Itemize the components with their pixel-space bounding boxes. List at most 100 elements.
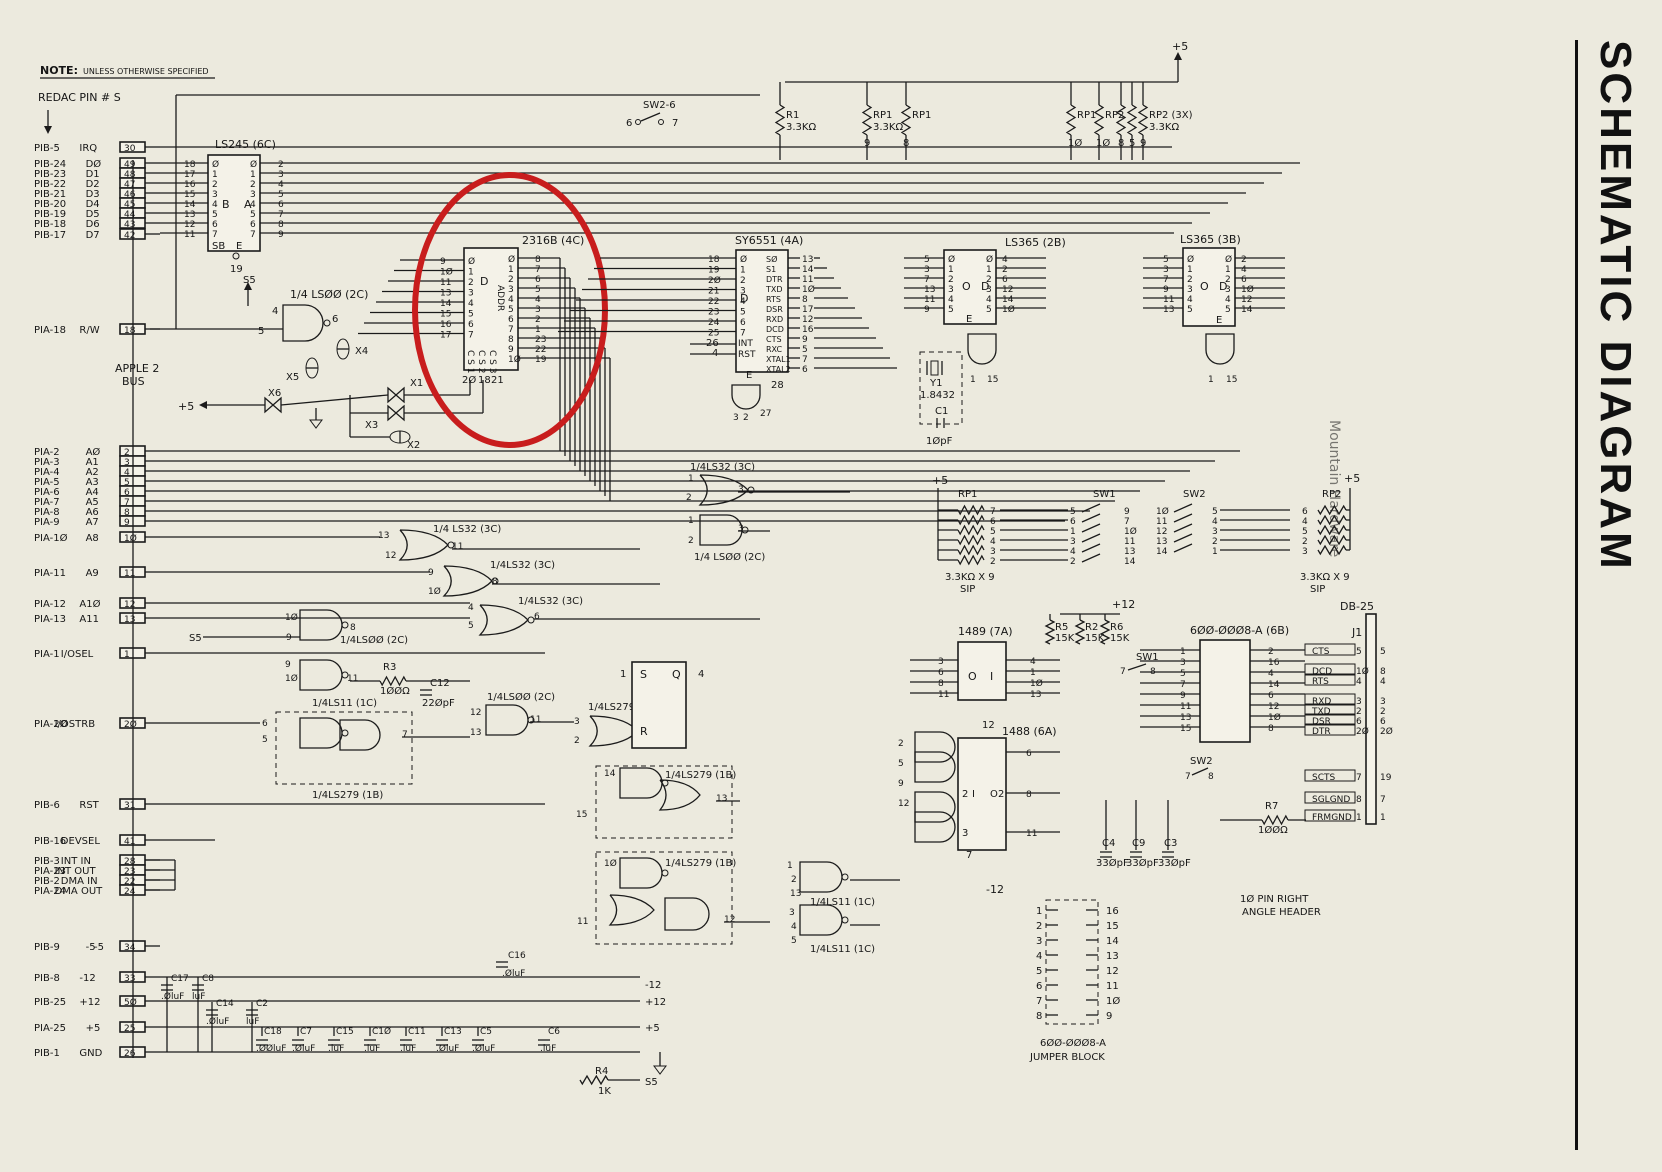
bus-signal-label: D3 bbox=[86, 189, 100, 200]
bus-net-label: PIB-19 bbox=[34, 209, 66, 220]
u1488-v: 7 bbox=[966, 850, 972, 861]
resistor-pin: 8 bbox=[903, 138, 909, 149]
pin-label: 5 bbox=[1225, 305, 1231, 315]
sw-pin: 1 bbox=[1070, 527, 1076, 537]
gate: 1/4 LSØØ (2C)123 bbox=[688, 514, 765, 563]
pin-label: 2 bbox=[278, 160, 284, 170]
pin-label: 2 bbox=[1268, 647, 1274, 657]
resistor-name: R4 bbox=[595, 1066, 608, 1077]
pin-label: 11 bbox=[1026, 829, 1037, 839]
pin-label: 2 bbox=[1241, 255, 1247, 265]
acia-pin: 2 bbox=[743, 413, 749, 423]
ls245-pin19: 19 bbox=[230, 264, 243, 275]
bus-pin-number: 24 bbox=[124, 887, 136, 897]
pin-label: 7 bbox=[740, 329, 746, 339]
pin-label: 3 bbox=[962, 828, 968, 839]
pin-label: 9 bbox=[1163, 285, 1169, 295]
bus-signal-label: A3 bbox=[86, 477, 99, 488]
ram-cs: C S 2 bbox=[476, 350, 486, 373]
pin-label: 9 bbox=[440, 257, 446, 267]
rp2-value: 3.3KΩ X 9 bbox=[1300, 572, 1350, 583]
bus-net-label: PIA-23 bbox=[34, 866, 66, 877]
pin-label: 13 bbox=[184, 210, 195, 220]
pin-label: 5 bbox=[986, 305, 992, 315]
pin-label: 5 bbox=[535, 285, 541, 295]
ls245-e: E bbox=[236, 241, 242, 252]
pin-label: Ø bbox=[1225, 254, 1232, 265]
or-gate bbox=[398, 529, 449, 561]
sw-pin: 14 bbox=[1124, 557, 1136, 567]
resistor-value: 1ØØΩ bbox=[1258, 824, 1288, 836]
ls365b-e: E bbox=[1216, 315, 1222, 326]
note-label: NOTE: bbox=[40, 64, 78, 77]
pin-label: I bbox=[972, 789, 975, 800]
bus-net-label: PIA-18 bbox=[34, 325, 66, 336]
pin-label: 16 bbox=[440, 320, 452, 330]
bus-pin-number: 1Ø bbox=[124, 533, 137, 544]
page-title: SCHEMATIC DIAGRAM bbox=[1591, 40, 1640, 572]
pin-label: 5 bbox=[468, 310, 474, 320]
gate-pin: 1 bbox=[688, 474, 694, 484]
sip-pin: 6 bbox=[990, 517, 996, 527]
acia-signal: DTR bbox=[766, 275, 783, 284]
bus-net-label: PIA-13 bbox=[34, 614, 66, 625]
ls365b-d: D bbox=[1219, 280, 1227, 293]
bus-net-label: PIA-9 bbox=[34, 517, 60, 528]
sip-pin: 3 bbox=[990, 547, 996, 557]
gate-pin: 5 bbox=[468, 621, 474, 631]
plus5-a: +5 bbox=[178, 400, 194, 413]
pin-label: 13 bbox=[1030, 690, 1041, 700]
plus5-label: +5 bbox=[1344, 472, 1360, 485]
bus-net-label: PIA-24 bbox=[34, 886, 66, 897]
ls365a-pin: 15 bbox=[987, 375, 998, 385]
pin-label: 9 bbox=[924, 305, 930, 315]
sw-pin: 2 bbox=[1070, 557, 1076, 567]
bus-signal-label: DEVSEL bbox=[61, 836, 101, 847]
cap-value: luF bbox=[246, 1017, 259, 1027]
pin-label: Ø bbox=[986, 254, 993, 265]
pin-label: Ø bbox=[1187, 254, 1194, 265]
jb-pin: 12 bbox=[1106, 966, 1119, 977]
acia-signal: RXD bbox=[766, 315, 783, 324]
crystal-value: 1.8432 bbox=[920, 390, 955, 401]
gate-label: 1/4 LSØØ (2C) bbox=[694, 551, 765, 563]
pin-label: 9 bbox=[1180, 691, 1186, 701]
pin-label: 23 bbox=[535, 335, 546, 345]
pin-label: 21 bbox=[708, 287, 719, 297]
bus-net-label: PIA-1 bbox=[34, 649, 60, 660]
gate-pin: 11 bbox=[452, 542, 463, 552]
jumper-block-label: JUMPER BLOCK bbox=[1029, 1052, 1105, 1063]
sw-pin: 3 bbox=[1070, 537, 1076, 547]
db25-pin: 4 bbox=[1380, 677, 1386, 687]
acia-int: INT bbox=[738, 339, 753, 349]
cap-value: .ØluF bbox=[206, 1016, 229, 1027]
ls365a-e: E bbox=[966, 314, 972, 325]
bus-net-label: PIB-3 bbox=[34, 856, 60, 867]
resistor bbox=[379, 675, 407, 687]
cap-name: C6 bbox=[548, 1027, 560, 1037]
resistor-name: R1 bbox=[786, 110, 799, 121]
gate-pin: 1Ø bbox=[285, 673, 298, 684]
gate-label: 1/4LSØØ (2C) bbox=[340, 634, 408, 646]
pin-label: Ø bbox=[508, 254, 515, 265]
jb-pin: 6 bbox=[1036, 981, 1042, 992]
pin-label: 11 bbox=[802, 275, 813, 285]
pin-label: 4 bbox=[278, 180, 284, 190]
sip-pin: 7 bbox=[990, 507, 996, 517]
resistor bbox=[1317, 504, 1347, 516]
pin-label: 16 bbox=[802, 325, 814, 335]
pin-label: 4 bbox=[1030, 657, 1036, 667]
pin-label: 7 bbox=[278, 210, 284, 220]
cap-name: C1Ø bbox=[372, 1026, 391, 1037]
pin-label: O bbox=[990, 789, 998, 800]
pin-label: 14 bbox=[1002, 295, 1014, 305]
jumper-x2: X2 bbox=[389, 430, 420, 451]
pin-label: 11 bbox=[924, 295, 935, 305]
pin-label: 2 bbox=[998, 789, 1004, 800]
jumper-x6: X6 bbox=[264, 388, 282, 414]
pin-label: 3 bbox=[468, 289, 474, 299]
rp2-name: RP2 bbox=[1322, 489, 1341, 500]
gate-pin: 2 bbox=[791, 875, 797, 885]
